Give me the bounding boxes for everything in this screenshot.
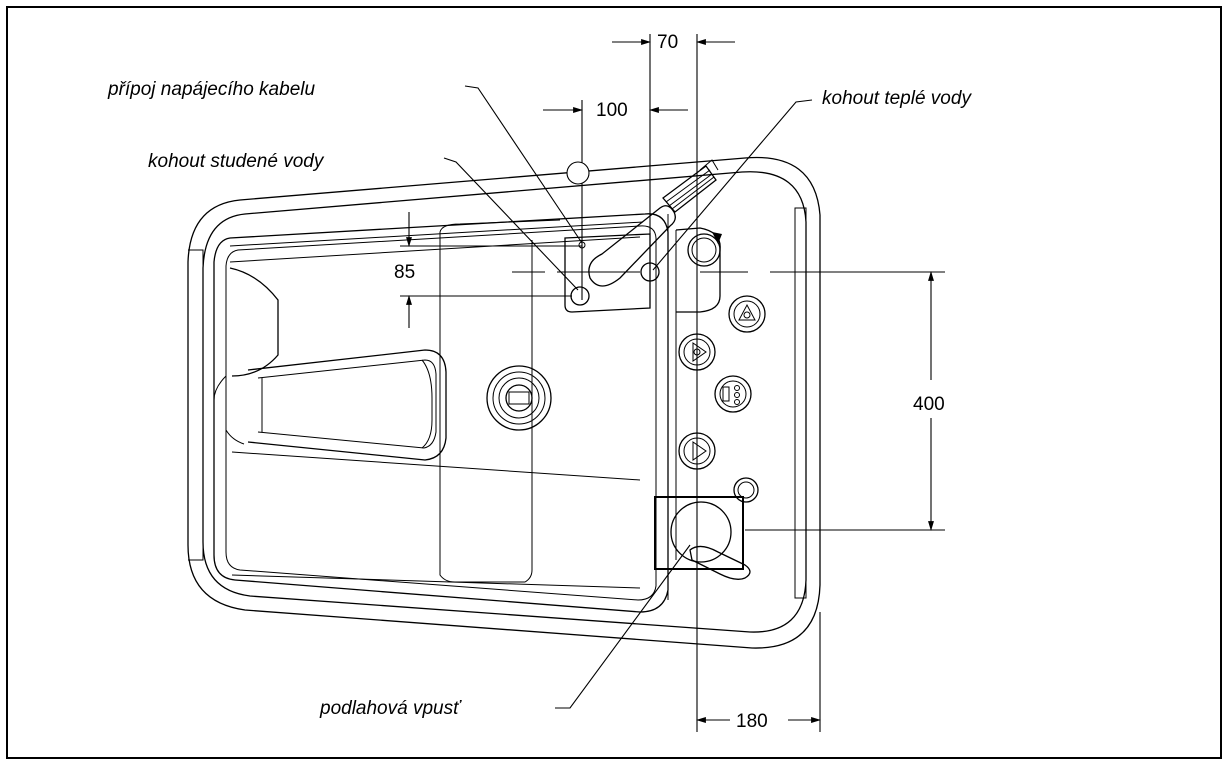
faucet-handle bbox=[588, 159, 719, 287]
leader-lines bbox=[443, 85, 813, 709]
label-cold-tap: kohout studené vody bbox=[148, 151, 325, 172]
label-hot-tap: kohout teplé vody bbox=[822, 88, 972, 109]
label-floor-drain: podlahová vpusť bbox=[319, 698, 462, 719]
control-buttons bbox=[678, 295, 766, 503]
dimension-lines bbox=[400, 34, 945, 732]
sensor-top bbox=[687, 233, 721, 267]
label-power-cable: přípoj napájecího kabelu bbox=[107, 79, 315, 100]
dim-180: 180 bbox=[736, 711, 768, 732]
basin-outline bbox=[187, 156, 821, 649]
floor-drain-symbol bbox=[654, 496, 751, 580]
hot-tap-hole bbox=[640, 262, 660, 282]
dim-85: 85 bbox=[394, 262, 415, 283]
dim-100: 100 bbox=[596, 100, 628, 121]
dim-400: 400 bbox=[913, 394, 945, 415]
dim-70: 70 bbox=[657, 32, 678, 53]
center-drain bbox=[486, 365, 552, 431]
page-frame bbox=[6, 6, 1222, 759]
